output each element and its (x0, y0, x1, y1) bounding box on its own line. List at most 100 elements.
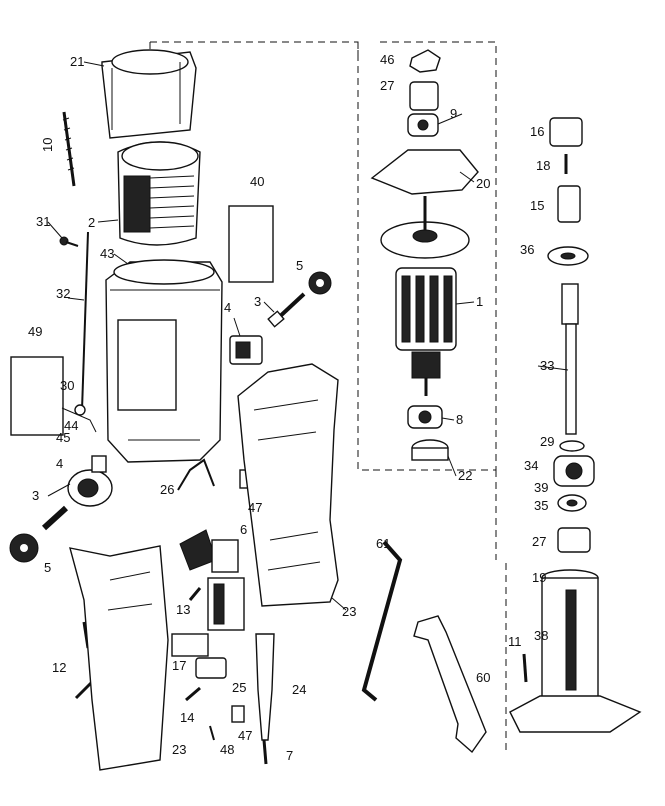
part-label-text: 15 (530, 198, 544, 213)
part-label-text: 16 (530, 124, 544, 139)
part-label-text: 12 (52, 660, 66, 675)
part-label-text: 38 (534, 628, 548, 643)
part-label-text: 3 (254, 294, 261, 309)
part-brush-cap-right (308, 271, 332, 295)
part-label-text: 46 (380, 52, 394, 67)
part-brush-cap-left (9, 533, 39, 563)
part-label-text: 13 (176, 602, 190, 617)
part-label-text: 60 (476, 670, 490, 685)
part-shroud (101, 49, 197, 139)
part-label-text: 36 (520, 242, 534, 257)
part-label-text: 17 (172, 658, 186, 673)
part-label-text: 10 (40, 138, 55, 152)
part-label-text: 5 (44, 560, 51, 575)
part-label-text: 26 (160, 482, 174, 497)
part-hex-key (361, 540, 403, 702)
part-long-screw (62, 111, 76, 187)
part-label-text: 32 (56, 286, 70, 301)
part-label-text: 8 (456, 412, 463, 427)
part-motor-housing (105, 259, 223, 463)
part-label-text: 35 (534, 498, 548, 513)
part-label-text: 20 (476, 176, 490, 191)
part-label-text: 6 (240, 522, 247, 537)
part-label-text: 34 (524, 458, 538, 473)
part-label-text: 47 (248, 500, 262, 515)
part-collet-15 (557, 185, 581, 223)
part-block-17 (171, 633, 209, 657)
part-clamp-25 (195, 657, 227, 679)
part-label-text: 48 (220, 742, 234, 757)
part-handle-right (237, 363, 339, 607)
part-field-coil (117, 141, 201, 246)
part-label-text: 19 (532, 570, 546, 585)
leader-lines (47, 61, 569, 611)
part-label-text: 61 (376, 536, 390, 551)
part-nut-46 (409, 49, 441, 73)
part-collet-nut-16 (549, 117, 583, 147)
part-label-text: 29 (540, 434, 554, 449)
part-label-text: 11 (508, 634, 522, 649)
part-clip-30 (61, 404, 97, 433)
part-block-47b (231, 705, 245, 723)
part-label-text: 40 (250, 174, 264, 189)
part-bearing-9 (407, 113, 439, 137)
part-screw-14 (185, 686, 201, 702)
part-screw-11 (522, 653, 528, 683)
part-bearing-34 (553, 455, 595, 487)
part-collet-27a (409, 81, 439, 111)
part-label-text: 3 (32, 488, 39, 503)
part-rod (81, 231, 89, 411)
part-label-text: 18 (536, 158, 550, 173)
part-label-text: 27 (380, 78, 394, 93)
part-washer-36 (547, 246, 589, 266)
part-label-text: 30 (60, 378, 74, 393)
part-label-text: 24 (292, 682, 306, 697)
part-ring-22 (411, 439, 449, 461)
part-spindle (561, 283, 579, 435)
part-small-screw (59, 236, 79, 247)
part-label-text: 39 (534, 480, 548, 495)
part-label-text: 23 (342, 604, 356, 619)
assembly-boundary (149, 41, 507, 750)
part-cord (262, 739, 268, 765)
part-bearing-8 (407, 405, 443, 429)
part-label-text: 49 (28, 324, 42, 339)
part-labels: 21 10 2 31 43 40 5 3 4 32 49 30 44 45 4 … (28, 52, 554, 763)
part-fan (380, 196, 470, 259)
part-label-40 (228, 205, 274, 283)
part-lead-26 (177, 458, 215, 491)
part-brush-right (267, 292, 306, 328)
part-label-text: 47 (238, 728, 252, 743)
part-brush-holder-right (229, 335, 263, 365)
part-label-text: 1 (476, 294, 483, 309)
part-ring-29 (559, 440, 585, 452)
part-washer-35 (557, 494, 587, 512)
part-label-text: 31 (36, 214, 50, 229)
part-label-49 (10, 356, 64, 436)
part-armature (395, 267, 457, 396)
part-screw-13 (188, 587, 202, 601)
part-label-text: 27 (532, 534, 546, 549)
part-label-text: 7 (286, 748, 293, 763)
part-label-text: 21 (70, 54, 84, 69)
part-label-text: 25 (232, 680, 246, 695)
part-label-text: 22 (458, 468, 472, 483)
part-label-text: 44 (64, 418, 78, 433)
part-label-text: 4 (56, 456, 63, 471)
part-label-text: 45 (56, 430, 70, 445)
part-baffle-plate (370, 149, 479, 195)
part-cord-guard (255, 633, 275, 741)
part-screw-48 (209, 725, 215, 741)
part-label-text: 33 (540, 358, 554, 373)
part-label-text: 2 (88, 215, 95, 230)
part-label-text: 14 (180, 710, 194, 725)
part-collet-27b (557, 527, 591, 553)
part-label-text: 43 (100, 246, 114, 261)
part-switch-body (207, 577, 245, 631)
part-wrench (413, 615, 487, 754)
part-handle-left (69, 545, 169, 771)
part-brush-holder-left (67, 455, 113, 507)
part-switch (179, 529, 239, 573)
part-label-text: 5 (296, 258, 303, 273)
